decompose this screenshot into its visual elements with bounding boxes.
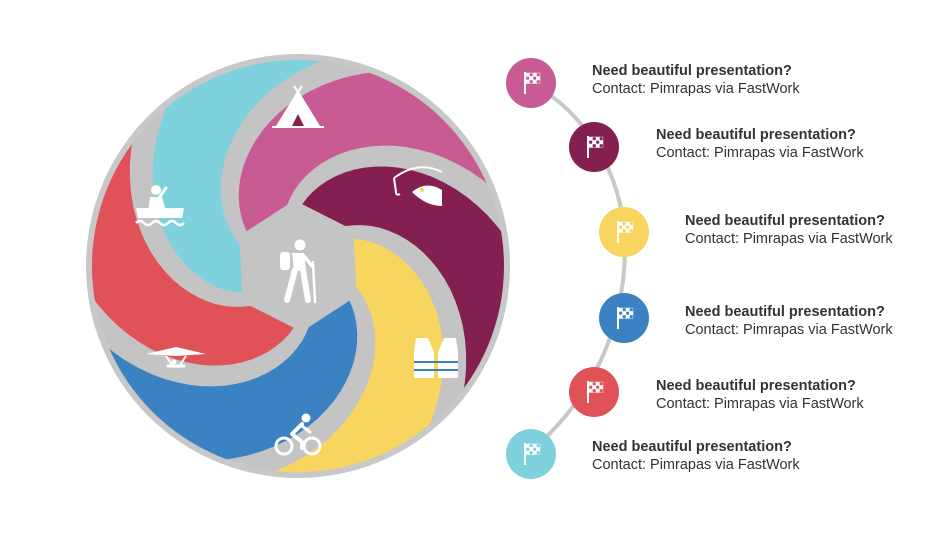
item-subtitle: Contact: Pimrapas via FastWork [656, 145, 864, 161]
timeline-node-5 [569, 367, 619, 417]
checkered-flag-icon [617, 307, 634, 329]
hang-glider-icon [146, 347, 206, 369]
segment-fishing [218, 238, 444, 472]
hiker-icon [280, 239, 317, 304]
item-title: Need beautiful presentation? [685, 213, 885, 229]
life-jacket-icon [414, 338, 458, 378]
item-title: Need beautiful presentation? [685, 304, 885, 320]
timeline-item-2: Need beautiful presentation? Contact: Pi… [656, 126, 864, 162]
item-subtitle: Contact: Pimrapas via FastWork [685, 231, 893, 247]
item-subtitle: Contact: Pimrapas via FastWork [685, 322, 893, 338]
segment-life-jacket [92, 300, 358, 461]
item-subtitle: Contact: Pimrapas via FastWork [592, 457, 800, 473]
item-subtitle: Contact: Pimrapas via FastWork [656, 396, 864, 412]
timeline-item-6: Need beautiful presentation? Contact: Pi… [592, 438, 800, 474]
timeline-node-4 [599, 293, 649, 343]
fishing-icon [393, 166, 443, 206]
timeline-item-4: Need beautiful presentation? Contact: Pi… [685, 303, 893, 339]
cyclist-icon [274, 413, 322, 456]
checkered-flag-icon [524, 72, 541, 94]
timeline-node-6 [506, 429, 556, 479]
item-title: Need beautiful presentation? [656, 127, 856, 143]
timeline-item-1: Need beautiful presentation? Contact: Pi… [592, 62, 800, 98]
timeline-item-5: Need beautiful presentation? Contact: Pi… [656, 377, 864, 413]
checkered-flag-icon [617, 221, 634, 243]
segment-hang-gliding [152, 60, 378, 294]
rafting-icon [135, 185, 185, 227]
checkered-flag-icon [587, 381, 604, 403]
timeline-item-3: Need beautiful presentation? Contact: Pi… [685, 212, 893, 248]
timeline-node-2 [569, 122, 619, 172]
checkered-flag-icon [524, 443, 541, 465]
timeline-node-1 [506, 58, 556, 108]
item-title: Need beautiful presentation? [592, 439, 792, 455]
wheel-blades [92, 60, 504, 472]
item-title: Need beautiful presentation? [656, 378, 856, 394]
timeline-node-3 [599, 207, 649, 257]
tent-icon [272, 85, 324, 128]
segment-camping [302, 166, 504, 444]
item-subtitle: Contact: Pimrapas via FastWork [592, 81, 800, 97]
wheel-icons [135, 85, 458, 456]
segment-cycling [92, 88, 294, 366]
wheel-diagram [86, 54, 510, 478]
checkered-flag-icon [587, 136, 604, 158]
item-title: Need beautiful presentation? [592, 63, 792, 79]
